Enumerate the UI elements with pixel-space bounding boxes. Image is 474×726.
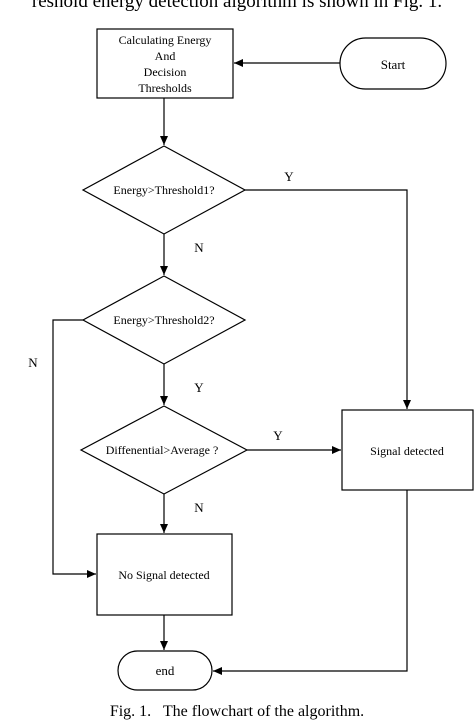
end-node: end — [117, 650, 213, 691]
figure-caption: Fig. 1. The flowchart of the algorithm. — [109, 703, 365, 720]
end-label: end — [156, 663, 175, 678]
decision-threshold2-node: Energy>Threshold2? — [81, 275, 247, 365]
label-d1-yes: Y — [284, 169, 294, 184]
decision-threshold1-label: Energy>Threshold1? — [113, 183, 214, 197]
no-signal-detected-node: No Signal detected — [96, 533, 233, 616]
calc-thresholds-node: Calculating Energy And Decision Threshol… — [96, 28, 234, 99]
decision-differential-node: Diffenential>Average ? — [79, 405, 249, 495]
label-d2-no: N — [28, 355, 38, 370]
no-signal-detected-label: No Signal detected — [118, 568, 209, 582]
decision-differential-label: Diffenential>Average ? — [106, 443, 219, 457]
decision-threshold2-label: Energy>Threshold2? — [113, 313, 214, 327]
edge-decision2-no — [52, 319, 96, 578]
signal-detected-label: Signal detected — [370, 444, 444, 458]
signal-detected-node: Signal detected — [341, 409, 474, 491]
label-d2-yes: Y — [194, 380, 204, 395]
edge-decision1-yes — [245, 189, 411, 409]
calc-label-line-2: And — [155, 49, 176, 63]
label-d1-no: N — [194, 240, 204, 255]
calc-label-line-3: Decision — [144, 65, 187, 79]
calc-label-line-1: Calculating Energy — [119, 33, 212, 47]
label-d3-no: N — [194, 500, 204, 515]
decision-threshold1-node: Energy>Threshold1? — [81, 145, 247, 235]
calc-label-line-4: Thresholds — [138, 81, 192, 95]
label-d3-yes: Y — [273, 428, 283, 443]
preceding-text-line: reshold energy detection algorithm is sh… — [31, 0, 443, 12]
start-label: Start — [381, 57, 406, 72]
start-node: Start — [339, 37, 447, 90]
edge-signal-to-end — [213, 490, 408, 675]
